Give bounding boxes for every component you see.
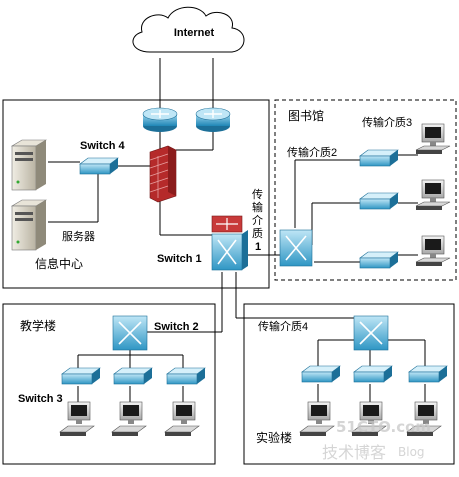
medium-1-label: 传 输 介 质 1: [252, 188, 263, 253]
pc-icon: [299, 401, 335, 436]
library-core-switch-icon: [279, 229, 313, 267]
svg-text:传: 传: [252, 188, 263, 201]
internet-label: Internet: [174, 27, 215, 39]
firewall-icon: [149, 145, 177, 203]
pc-icon: [415, 179, 451, 210]
pc-icon: [111, 401, 147, 436]
pc-icon: [351, 401, 387, 436]
library-label: 图书馆: [288, 108, 324, 123]
svg-text:输: 输: [252, 200, 263, 214]
info-center-label: 信息中心: [35, 256, 83, 271]
lab-access-switch-icon: [301, 365, 341, 383]
router-icon: [195, 107, 231, 132]
internet-cloud-icon: [132, 6, 245, 53]
pc-icon: [164, 401, 200, 436]
server-icon: [10, 139, 48, 191]
medium-4-label: 传输介质4: [258, 319, 308, 333]
router-icon: [142, 107, 178, 132]
svg-text:技术博客: 技术博客: [322, 443, 386, 462]
switch-4-label: Switch 4: [80, 140, 126, 152]
svg-text:1: 1: [255, 241, 261, 253]
server-label: 服务器: [62, 230, 95, 243]
connection-lines: [48, 58, 426, 402]
switch-1-label: Switch 1: [157, 253, 202, 265]
pc-icon: [59, 401, 95, 436]
pc-icon: [415, 123, 451, 154]
svg-text:Blog: Blog: [398, 445, 425, 459]
switch-1-icon: [211, 215, 248, 271]
teaching-access-switch-icon: [61, 367, 101, 385]
medium-3-label: 传输介质3: [362, 115, 412, 129]
lab-building-label: 实验楼: [256, 430, 292, 445]
medium-2-label: 传输介质2: [287, 145, 337, 159]
teaching-building-label: 教学楼: [20, 318, 56, 333]
switch-2-icon: [112, 315, 148, 351]
switch-4-icon: [79, 157, 119, 175]
switch-2-label: Switch 2: [154, 321, 199, 333]
svg-text:介: 介: [252, 214, 263, 227]
svg-text:质: 质: [252, 227, 263, 240]
library-access-switch-icon: [359, 251, 399, 269]
pc-icon: [415, 235, 451, 266]
switch-3-label: Switch 3: [18, 393, 63, 405]
lab-building-box: [243, 303, 455, 465]
info-center-box: [2, 99, 270, 289]
lab-core-switch-icon: [353, 315, 389, 351]
teaching-access-switch-icon: [113, 367, 153, 385]
library-box: [274, 99, 457, 281]
pc-icon: [406, 401, 442, 436]
library-access-switch-icon: [359, 149, 399, 167]
blog-watermark: 51CTO.com 技术博客 Blog: [322, 418, 431, 462]
lab-access-switch-icon: [408, 365, 448, 383]
teaching-access-switch-icon: [166, 367, 206, 385]
svg-text:51CTO.com: 51CTO.com: [336, 418, 431, 436]
library-access-switch-icon: [359, 192, 399, 210]
lab-access-switch-icon: [353, 365, 393, 383]
teaching-building-box: [2, 303, 216, 465]
server-icon: [10, 199, 48, 251]
